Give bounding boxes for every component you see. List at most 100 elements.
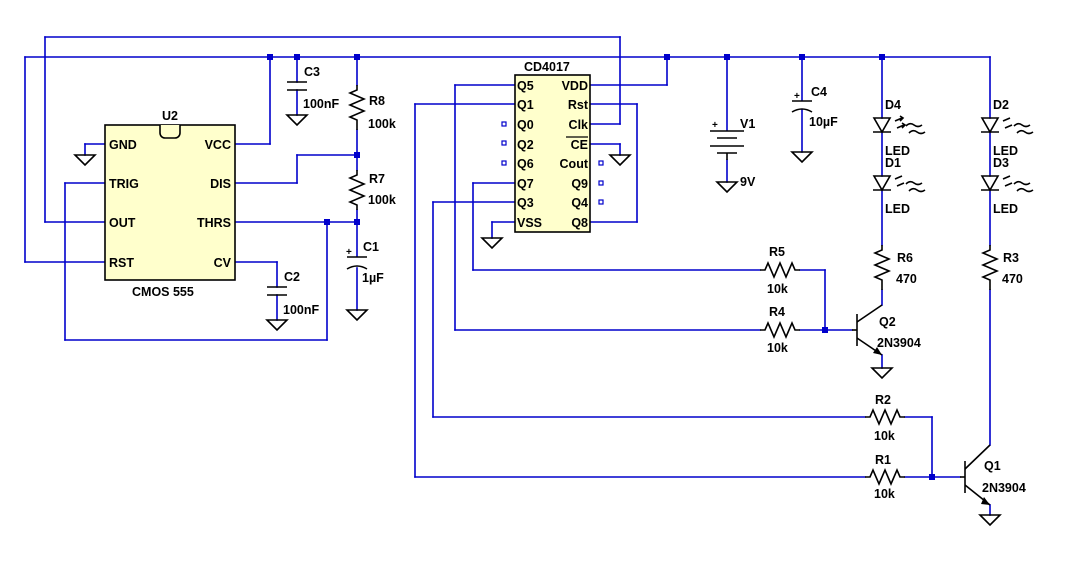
- resistor-r7[interactable]: R7 100k: [347, 170, 396, 210]
- cd4017-pin-ce: CE: [571, 138, 588, 152]
- r5-ref: R5: [769, 245, 785, 259]
- junction-dots: [267, 54, 935, 480]
- cd4017-value: CD4017: [524, 60, 570, 74]
- u2-pin-out: OUT: [109, 216, 136, 230]
- r2-value: 10k: [874, 429, 895, 443]
- cd4017-pin-q6: Q6: [517, 157, 534, 171]
- cd4017-pin-q1: Q1: [517, 98, 534, 112]
- r4-value: 10k: [767, 341, 788, 355]
- cd4017-pin-q5: Q5: [517, 79, 534, 93]
- cd4017-pin-cout: Cout: [560, 157, 589, 171]
- c1-value: 1µF: [362, 271, 384, 285]
- d3-value: LED: [993, 202, 1018, 216]
- r8-ref: R8: [369, 94, 385, 108]
- c2-ref: C2: [284, 270, 300, 284]
- r6-value: 470: [896, 272, 917, 286]
- transistor-q2[interactable]: Q2 2N3904: [852, 304, 921, 356]
- q1-ref: Q1: [984, 459, 1001, 473]
- resistor-r2[interactable]: R2 10k: [865, 393, 905, 443]
- cd4017-pin-rst: Rst: [568, 98, 589, 112]
- ground-icon: [74, 154, 96, 166]
- capacitor-c3[interactable]: C3 100nF: [287, 65, 339, 111]
- c2-value: 100nF: [283, 303, 319, 317]
- ground-icon: [871, 367, 893, 379]
- r1-ref: R1: [875, 453, 891, 467]
- capacitor-c2[interactable]: C2 100nF: [267, 270, 319, 317]
- c3-value: 100nF: [303, 97, 339, 111]
- d4-ref: D4: [885, 98, 901, 112]
- c1-ref: C1: [363, 240, 379, 254]
- d1-value: LED: [885, 202, 910, 216]
- v1-plus: +: [712, 120, 718, 131]
- u1-cd4017-counter[interactable]: CD4017 Q5 Q1 Q0 Q2 Q6 Q7 Q3 VSS VDD Rst …: [501, 60, 604, 233]
- r1-value: 10k: [874, 487, 895, 501]
- cd4017-pin-vss: VSS: [517, 216, 542, 230]
- u2-value: CMOS 555: [132, 285, 194, 299]
- q2-value: 2N3904: [877, 336, 921, 350]
- ground-icon: [979, 514, 1001, 526]
- ground-icon: [266, 319, 288, 331]
- u2-pin-rst: RST: [109, 256, 134, 270]
- led-d4[interactable]: D4 LED: [872, 98, 926, 158]
- r8-value: 100k: [368, 117, 396, 131]
- c4-value: 10µF: [809, 115, 838, 129]
- cd4017-pin-q9: Q9: [571, 177, 588, 191]
- battery-v1[interactable]: + V1 9V: [710, 117, 756, 189]
- ground-icon: [481, 237, 503, 249]
- c1-plus: +: [346, 247, 352, 258]
- ground-icon: [716, 181, 738, 193]
- r7-value: 100k: [368, 193, 396, 207]
- v1-ref: V1: [740, 117, 755, 131]
- d1-ref: D1: [885, 156, 901, 170]
- cd4017-pin-clk: Clk: [569, 118, 589, 132]
- resistor-r1[interactable]: R1 10k: [865, 453, 905, 501]
- cd4017-pin-q4: Q4: [571, 196, 588, 210]
- cd4017-pin-vdd: VDD: [562, 79, 588, 93]
- u2-pin-gnd: GND: [109, 138, 137, 152]
- q1-value: 2N3904: [982, 481, 1026, 495]
- cd4017-pin-q8: Q8: [571, 216, 588, 230]
- r2-ref: R2: [875, 393, 891, 407]
- r6-ref: R6: [897, 251, 913, 265]
- r5-value: 10k: [767, 282, 788, 296]
- resistor-r5[interactable]: R5 10k: [760, 245, 800, 296]
- capacitor-c1[interactable]: + C1 1µF: [346, 240, 384, 285]
- cd4017-pin-q0: Q0: [517, 118, 534, 132]
- c4-ref: C4: [811, 85, 827, 99]
- cd4017-pin-q7: Q7: [517, 177, 534, 191]
- u2-pin-vcc: VCC: [205, 138, 231, 152]
- led-d3[interactable]: D3 LED: [980, 156, 1034, 216]
- u2-pin-thrs: THRS: [197, 216, 231, 230]
- capacitor-c4[interactable]: + C4 10µF: [791, 85, 838, 129]
- resistor-r8[interactable]: R8 100k: [347, 85, 396, 131]
- u2-555-timer[interactable]: U2 CMOS 555 GND TRIG OUT RST VCC DIS THR…: [104, 109, 236, 299]
- wires: [24, 36, 991, 516]
- resistor-r4[interactable]: R4 10k: [760, 305, 800, 355]
- r3-ref: R3: [1003, 251, 1019, 265]
- q2-ref: Q2: [879, 315, 896, 329]
- led-d1[interactable]: D1 LED: [872, 156, 926, 216]
- ground-icon: [791, 151, 813, 163]
- u2-pin-dis: DIS: [210, 177, 231, 191]
- u2-pin-trig: TRIG: [109, 177, 139, 191]
- c4-plus: +: [794, 91, 800, 102]
- resistor-r3[interactable]: R3 470: [980, 245, 1023, 290]
- transistor-q1[interactable]: Q1 2N3904: [960, 444, 1026, 506]
- d4-value: LED: [885, 144, 910, 158]
- resistor-r6[interactable]: R6 470: [872, 245, 917, 290]
- ground-icon: [346, 309, 368, 321]
- r3-value: 470: [1002, 272, 1023, 286]
- d2-value: LED: [993, 144, 1018, 158]
- led-d2[interactable]: D2 LED: [980, 98, 1034, 158]
- u2-ref: U2: [162, 109, 178, 123]
- d3-ref: D3: [993, 156, 1009, 170]
- v1-value: 9V: [740, 175, 756, 189]
- ground-icon: [286, 114, 308, 126]
- r7-ref: R7: [369, 172, 385, 186]
- ground-icon: [609, 154, 631, 166]
- cd4017-pin-q2: Q2: [517, 138, 534, 152]
- cd4017-pin-q3: Q3: [517, 196, 534, 210]
- c3-ref: C3: [304, 65, 320, 79]
- r4-ref: R4: [769, 305, 785, 319]
